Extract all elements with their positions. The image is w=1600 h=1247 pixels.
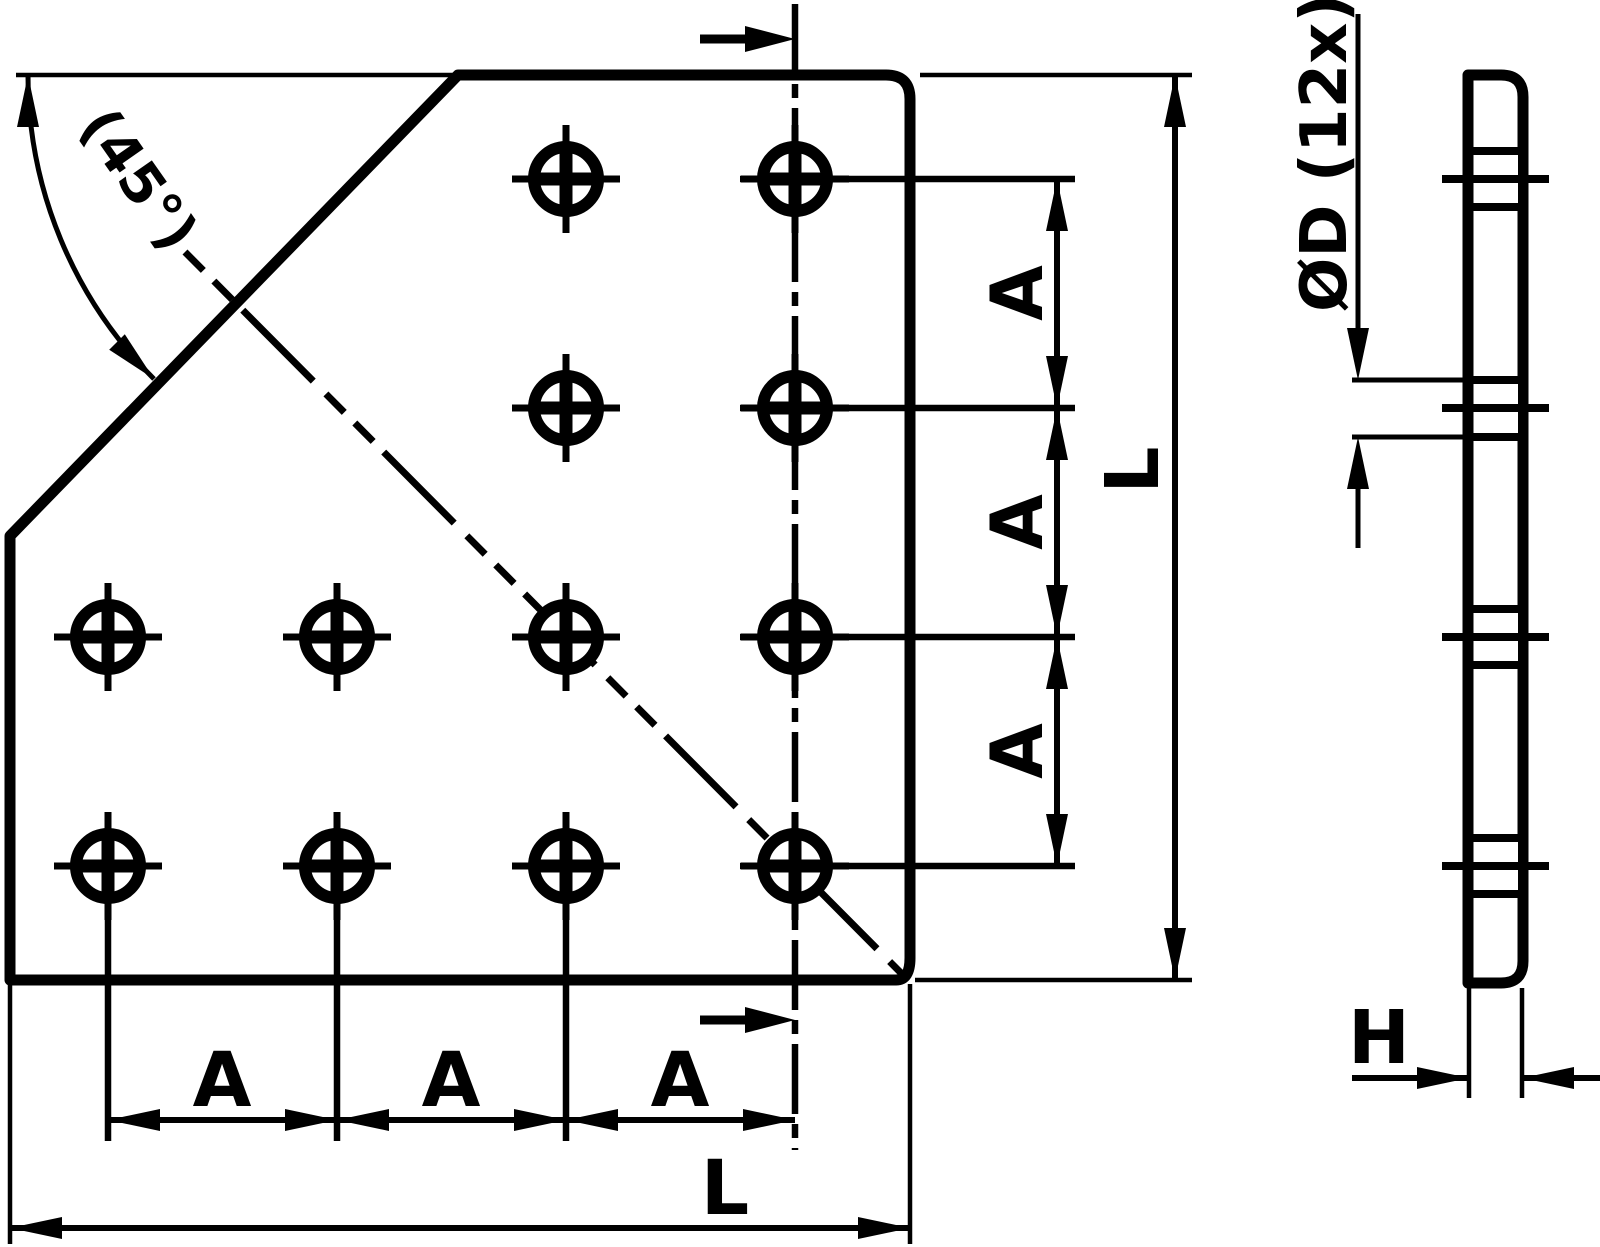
hole (512, 354, 620, 462)
dimension-horizontal-pitch: A A A (108, 1035, 795, 1131)
pitch-label: A (422, 1035, 481, 1124)
dimension-vertical-length: L (915, 72, 1192, 983)
pitch-label: A (975, 265, 1059, 321)
length-label: L (701, 1143, 749, 1232)
dimension-thickness: H (1348, 988, 1600, 1098)
angle-arrow-top (17, 75, 39, 127)
thickness-label: H (1348, 995, 1410, 1081)
pitch-label: A (975, 723, 1059, 779)
pitch-label: A (193, 1035, 252, 1124)
side-view (1442, 69, 1549, 989)
angle-arrow-bottom (109, 334, 154, 379)
hole (54, 583, 162, 691)
side-plate-outline (1462, 69, 1529, 989)
side-hole-gaps (1442, 147, 1549, 898)
length-label: L (1090, 446, 1176, 493)
hole-diameter-label: ØD (12x) (1288, 0, 1362, 312)
hole (512, 125, 620, 233)
plate-outline (4, 69, 916, 986)
dimension-vertical-pitch: A A A (975, 179, 1068, 866)
angle-label: (45°) (67, 97, 210, 263)
section-arrow-bottom (700, 1007, 795, 1033)
dimension-hole-diameter: ØD (12x) (1288, 0, 1468, 548)
pitch-label: A (651, 1035, 710, 1124)
hole (283, 583, 391, 691)
dimension-horizontal-length: L (7, 984, 913, 1244)
pitch-label: A (975, 494, 1059, 550)
section-arrow-top (700, 26, 795, 52)
